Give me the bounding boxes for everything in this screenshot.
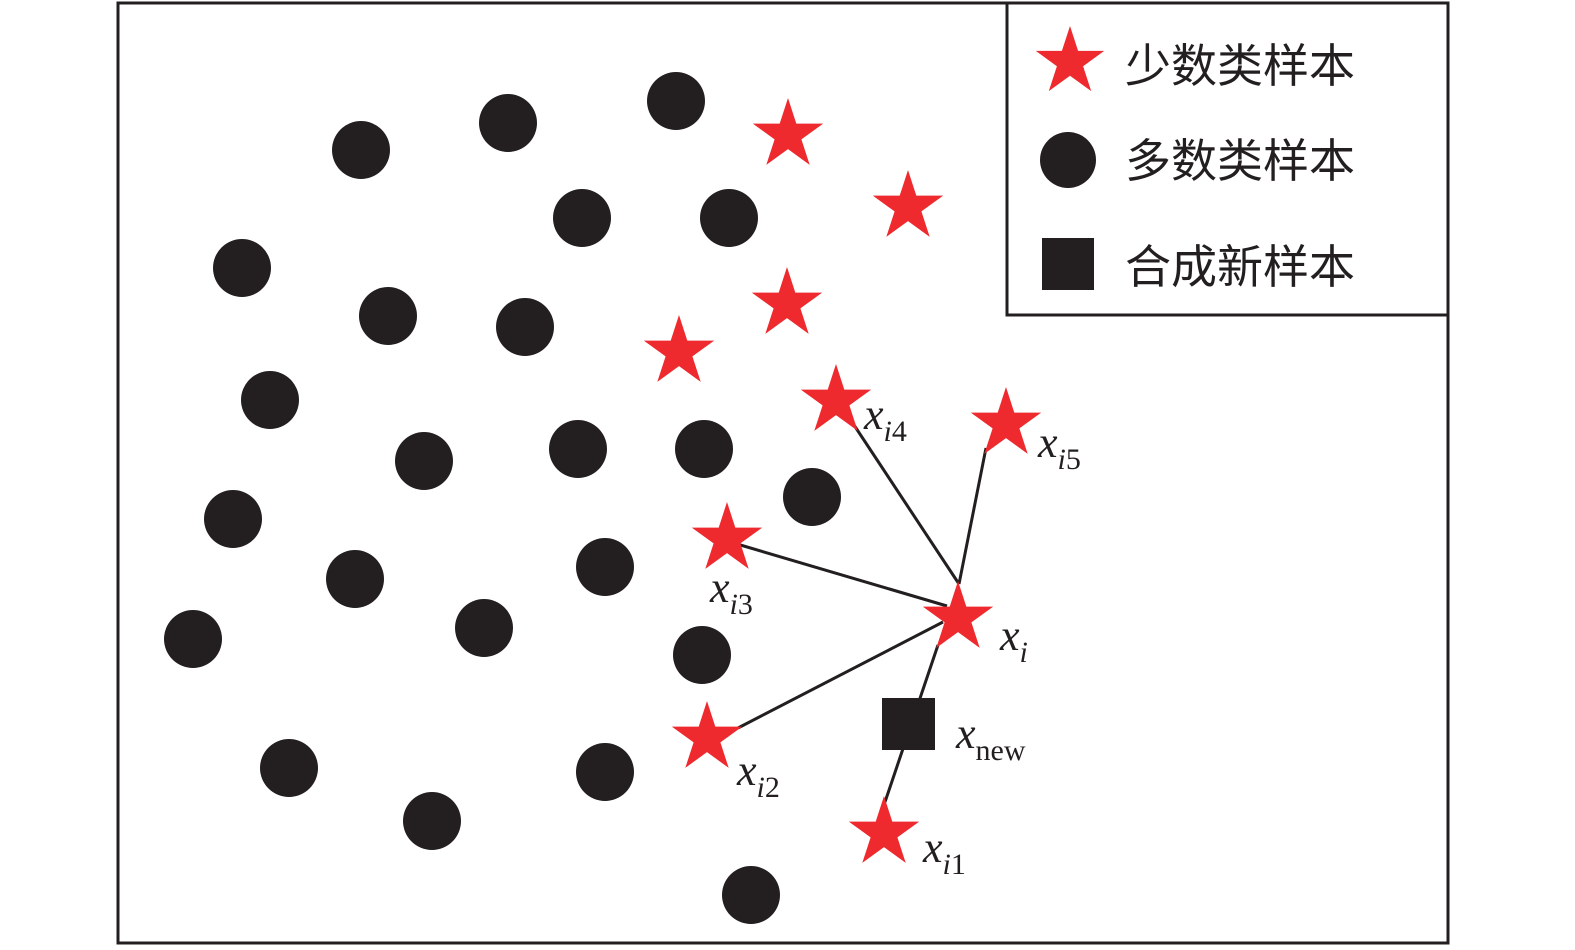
label-xi: xi [999,611,1028,669]
minority-samples [643,98,1042,863]
minority-star [752,98,824,165]
star-xi2 [671,701,743,768]
majority-sample-circle [675,420,733,478]
link-xi-xi5 [957,447,988,585]
majority-sample-circle [395,432,453,490]
majority-sample-circle [496,298,554,356]
majority-sample-circle [700,189,758,247]
star-xi3 [691,502,763,569]
legend-label-synthetic: 合成新样本 [1125,242,1355,293]
majority-sample-circle [241,371,299,429]
label-xi1: xi1 [922,823,966,881]
star-xi [922,581,994,648]
star-xi1 [848,796,920,863]
link-xi-xi3 [736,542,948,608]
majority-sample-circle [783,468,841,526]
legend-circle-icon [1040,132,1096,188]
majority-sample-circle [722,866,780,924]
majority-sample-circle [647,72,705,130]
majority-sample-circle [553,189,611,247]
majority-sample-circle [576,538,634,596]
label-xi3: xi3 [709,563,753,621]
sample-labels: xi xi1 xi2 xi3 xi4 xi5 xnew [709,390,1081,881]
label-xi2: xi2 [736,746,780,804]
legend-square-icon [1042,238,1094,290]
majority-sample-circle [479,94,537,152]
label-xi5: xi5 [1037,418,1081,476]
majority-sample-circle [213,239,271,297]
majority-sample-circle [359,287,417,345]
majority-sample-circle [576,743,634,801]
label-xi4: xi4 [863,390,907,448]
legend-label-minority: 少数类样本 [1125,41,1355,92]
majority-sample-circle [326,550,384,608]
label-xnew: xnew [955,709,1026,767]
minority-star [751,267,823,334]
synthetic-sample-square [882,698,935,750]
majority-sample-circle [332,121,390,179]
link-xi-xi4 [850,421,961,585]
link-xi-xi2 [737,620,944,730]
legend-label-majority: 多数类样本 [1125,136,1355,187]
minority-star [872,170,944,237]
majority-sample-circle [260,739,318,797]
legend: 少数类样本 多数类样本 合成新样本 [1005,1,1450,317]
minority-star [643,315,715,382]
majority-sample-circle [164,610,222,668]
majority-samples [164,72,841,924]
majority-sample-circle [549,420,607,478]
majority-sample-circle [403,792,461,850]
legend-star-icon [1035,26,1105,92]
star-xi4 [800,364,872,431]
majority-sample-circle [673,626,731,684]
star-xi5 [970,387,1042,454]
majority-sample-circle [204,490,262,548]
majority-sample-circle [455,599,513,657]
